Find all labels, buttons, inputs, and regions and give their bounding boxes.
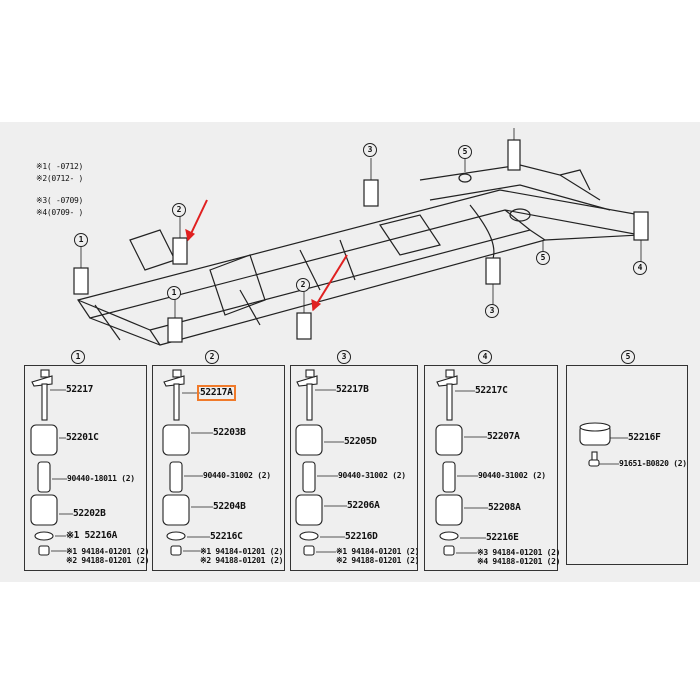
legend-line-2: ※2(0712- ) [36,174,84,183]
part-label: 52217 [66,384,94,395]
callout-3: 3 [363,143,377,157]
callout-3: 3 [485,304,499,318]
part-label: 52202B [73,508,106,519]
parts-diagram: ※1( -0712) ※2(0712- ) ※3( -0709) ※4(0709… [0,122,700,582]
part-label: ※3 94184-01201 (2) [477,548,561,557]
panel-4 [424,365,558,571]
legend-line-3: ※3( -0709) [36,196,84,205]
panel-2-number: 2 [205,350,219,364]
part-label: 52203B [213,427,246,438]
part-label: ※4 94188-01201 (2) [477,557,561,566]
part-label: ※2 94188-01201 (2) [66,556,150,565]
part-label: ※1 94184-01201 (2) [66,547,150,556]
part-label: 52207A [487,431,520,442]
callout-5: 5 [458,145,472,159]
panel-1-number: 1 [71,350,85,364]
panel-5 [566,365,688,565]
panel-3-number: 3 [337,350,351,364]
part-label: 52216D [345,531,378,542]
callout-1: 1 [74,233,88,247]
part-label: 52206A [347,500,380,511]
part-label: ※1 52216A [66,530,118,541]
vehicle-frame-illustration [73,128,649,346]
callout-2: 2 [296,278,310,292]
part-label: 90440-31002 (2) [203,471,271,480]
part-label: 52216C [210,531,243,542]
part-label: ※1 94184-01201 (2) [200,547,284,556]
panel-3 [290,365,418,571]
panel-1 [24,365,147,571]
part-label: ※2 94188-01201 (2) [200,556,284,565]
part-label: ※1 94184-01201 (2) [336,547,420,556]
part-label: 52205D [344,436,377,447]
part-label: 90440-18011 (2) [67,474,135,483]
part-label: 52217B [336,384,369,395]
part-label: 52208A [488,502,521,513]
callout-1: 1 [167,286,181,300]
part-label: 91651-B0820 (2) [619,459,687,468]
part-label: 52217C [475,385,508,396]
panel-5-number: 5 [621,350,635,364]
legend-line-4: ※4(0709- ) [36,208,84,217]
callout-4: 4 [633,261,647,275]
part-label: 90440-31002 (2) [478,471,546,480]
part-label: 52216E [486,532,519,543]
part-label: 52216F [628,432,661,443]
legend-line-1: ※1( -0712) [36,162,84,171]
part-label: ※2 94188-01201 (2) [336,556,420,565]
part-label: 90440-31002 (2) [338,471,406,480]
part-label-highlighted[interactable]: 52217A [197,385,236,401]
part-label: 52204B [213,501,246,512]
panel-2 [152,365,285,571]
mount-parts-illustration [30,369,628,556]
panel-4-number: 4 [478,350,492,364]
callout-5: 5 [536,251,550,265]
part-label: 52201C [66,432,99,443]
callout-2: 2 [172,203,186,217]
